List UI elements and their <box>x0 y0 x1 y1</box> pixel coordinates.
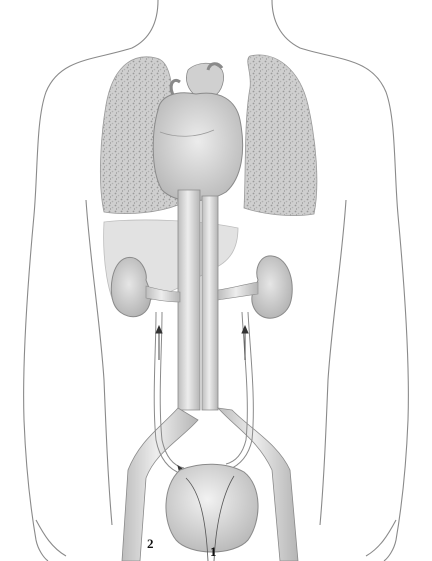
bladder <box>166 464 258 552</box>
left-lung <box>244 55 317 216</box>
label-2: 2 <box>147 536 154 551</box>
label-1: 1 <box>210 544 217 559</box>
